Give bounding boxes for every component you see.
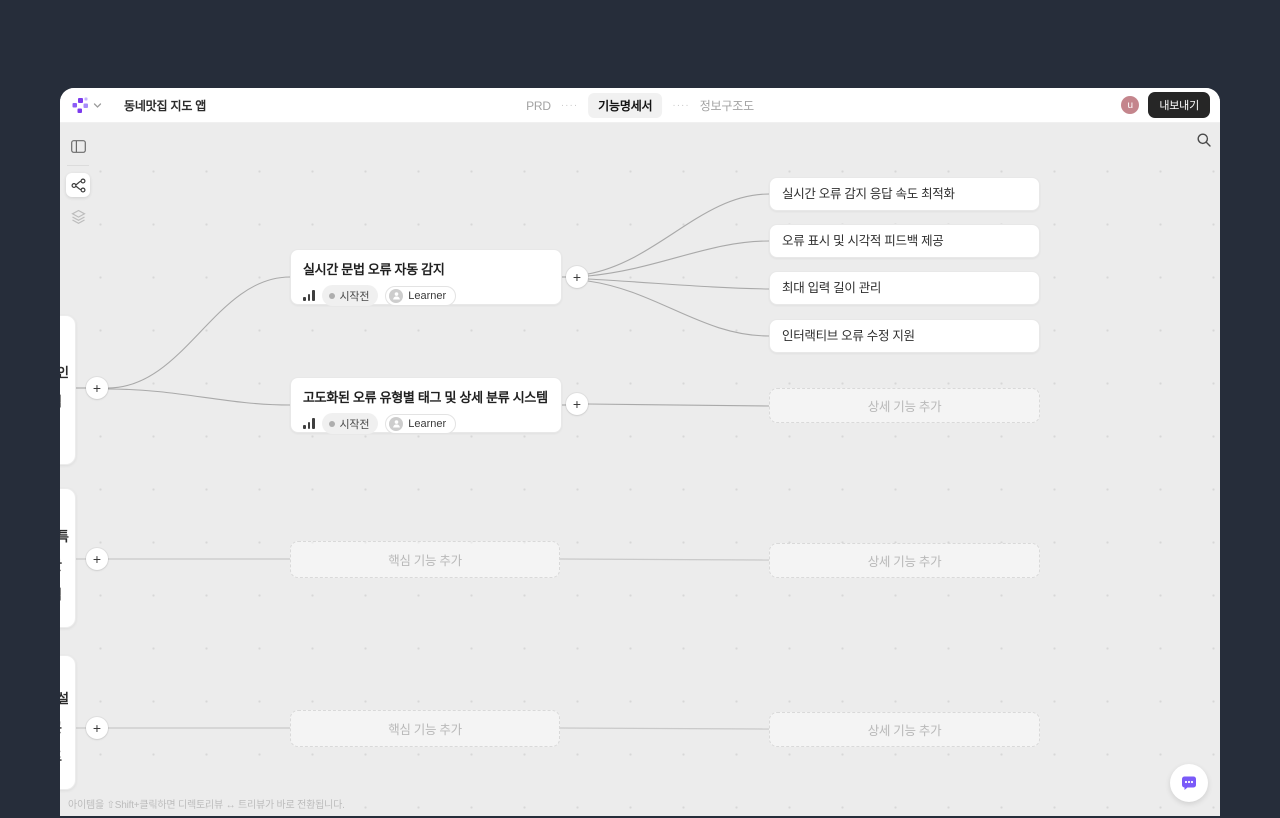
export-button[interactable]: 내보내기 — [1148, 92, 1210, 118]
category-node-clipped[interactable]: 인 력 — [60, 315, 76, 465]
tab-separator: ···· — [560, 100, 579, 111]
category-node-clipped[interactable]: 설 콘 트 — [60, 655, 76, 790]
add-detail-placeholder[interactable]: 상세 기능 추가 — [769, 712, 1040, 747]
tree-view-icon[interactable] — [66, 173, 90, 197]
category-node-clipped[interactable]: 특 산 력 — [60, 488, 76, 628]
edge-layer — [70, 193, 770, 730]
edge — [587, 240, 770, 277]
app-logo-icon[interactable] — [72, 97, 89, 114]
add-node-button[interactable]: + — [86, 548, 108, 570]
toolbar-divider — [67, 165, 89, 166]
clipped-text: 인 력 — [60, 358, 72, 416]
badge-row: 시작전 Learner — [303, 285, 549, 306]
tab-bar: PRD ···· 기능명세서 ···· 정보구조도 — [526, 88, 754, 123]
status-label: 시작전 — [339, 290, 370, 303]
add-node-button[interactable]: + — [86, 717, 108, 739]
add-node-button[interactable]: + — [566, 393, 588, 415]
person-icon — [389, 288, 404, 303]
add-detail-placeholder[interactable]: 상세 기능 추가 — [769, 388, 1040, 423]
chat-button[interactable] — [1170, 764, 1208, 802]
edge — [559, 558, 770, 561]
priority-bars-icon — [303, 418, 315, 429]
clipped-text: 특 산 력 — [60, 522, 72, 609]
detail-node[interactable]: 오류 표시 및 시각적 피드백 제공 — [769, 224, 1040, 258]
person-icon — [389, 416, 404, 431]
persona-label: Learner — [408, 289, 447, 302]
search-icon[interactable] — [1191, 127, 1217, 153]
persona-label: Learner — [408, 417, 447, 430]
shortcut-hint: 아이템을 ⇧Shift+클릭하면 디렉토리뷰 ↔ 트리뷰가 바로 전환됩니다. — [68, 800, 345, 811]
chevron-down-icon[interactable] — [93, 101, 102, 110]
document-title: 동네맛집 지도 앱 — [124, 98, 207, 113]
add-core-placeholder[interactable]: 핵심 기능 추가 — [290, 710, 560, 747]
add-node-button[interactable]: + — [566, 266, 588, 288]
status-badge[interactable]: 시작전 — [321, 413, 379, 434]
edge — [107, 388, 291, 406]
add-core-placeholder[interactable]: 핵심 기능 추가 — [290, 541, 560, 578]
feature-node[interactable]: 실시간 문법 오류 자동 감지 시작전 Learner — [290, 249, 562, 306]
status-dot — [328, 292, 335, 299]
badge-row: 시작전 Learner — [303, 413, 549, 434]
status-label: 시작전 — [339, 418, 370, 431]
canvas-toolbar — [63, 128, 93, 234]
feature-title: 실시간 문법 오류 자동 감지 — [303, 262, 445, 277]
panel-toggle-icon[interactable] — [66, 134, 90, 158]
clipped-text: 설 콘 트 — [60, 684, 72, 771]
tab-prd[interactable]: PRD — [526, 98, 551, 113]
diagram-canvas[interactable]: 인 력 특 산 력 설 콘 트 실시간 문법 오류 자동 감지 시작전 — [60, 123, 1220, 816]
add-detail-placeholder[interactable]: 상세 기능 추가 — [769, 543, 1040, 578]
priority-bars-icon — [303, 290, 315, 301]
detail-node[interactable]: 인터랙티브 오류 수정 지원 — [769, 319, 1040, 353]
header: 동네맛집 지도 앱 PRD ···· 기능명세서 ···· 정보구조도 u 내보… — [60, 88, 1220, 123]
tab-separator: ···· — [672, 100, 690, 111]
detail-node[interactable]: 최대 입력 길이 관리 — [769, 271, 1040, 305]
edge — [587, 193, 770, 275]
app-window: 동네맛집 지도 앱 PRD ···· 기능명세서 ···· 정보구조도 u 내보… — [60, 88, 1220, 816]
status-badge[interactable]: 시작전 — [321, 285, 379, 306]
edge — [107, 276, 291, 389]
edge — [587, 278, 770, 290]
header-left: 동네맛집 지도 앱 — [60, 97, 206, 114]
status-dot — [328, 420, 335, 427]
tab-feature-spec[interactable]: 기능명세서 — [588, 93, 663, 118]
edge — [587, 280, 770, 337]
feature-title: 고도화된 오류 유형별 태그 및 상세 분류 시스템 — [303, 390, 548, 405]
avatar[interactable]: u — [1121, 96, 1140, 114]
header-right: u 내보내기 — [1121, 92, 1220, 118]
persona-badge[interactable]: Learner — [385, 413, 457, 434]
layers-icon[interactable] — [66, 204, 90, 228]
chat-bubble-icon — [1182, 776, 1196, 790]
tab-info-architecture[interactable]: 정보구조도 — [699, 99, 754, 113]
detail-node[interactable]: 실시간 오류 감지 응답 속도 최적화 — [769, 177, 1040, 211]
persona-badge[interactable]: Learner — [385, 285, 457, 306]
edge — [559, 727, 770, 730]
edge — [587, 403, 770, 407]
add-node-button[interactable]: + — [86, 377, 108, 399]
feature-node[interactable]: 고도화된 오류 유형별 태그 및 상세 분류 시스템 시작전 Learner — [290, 377, 562, 434]
